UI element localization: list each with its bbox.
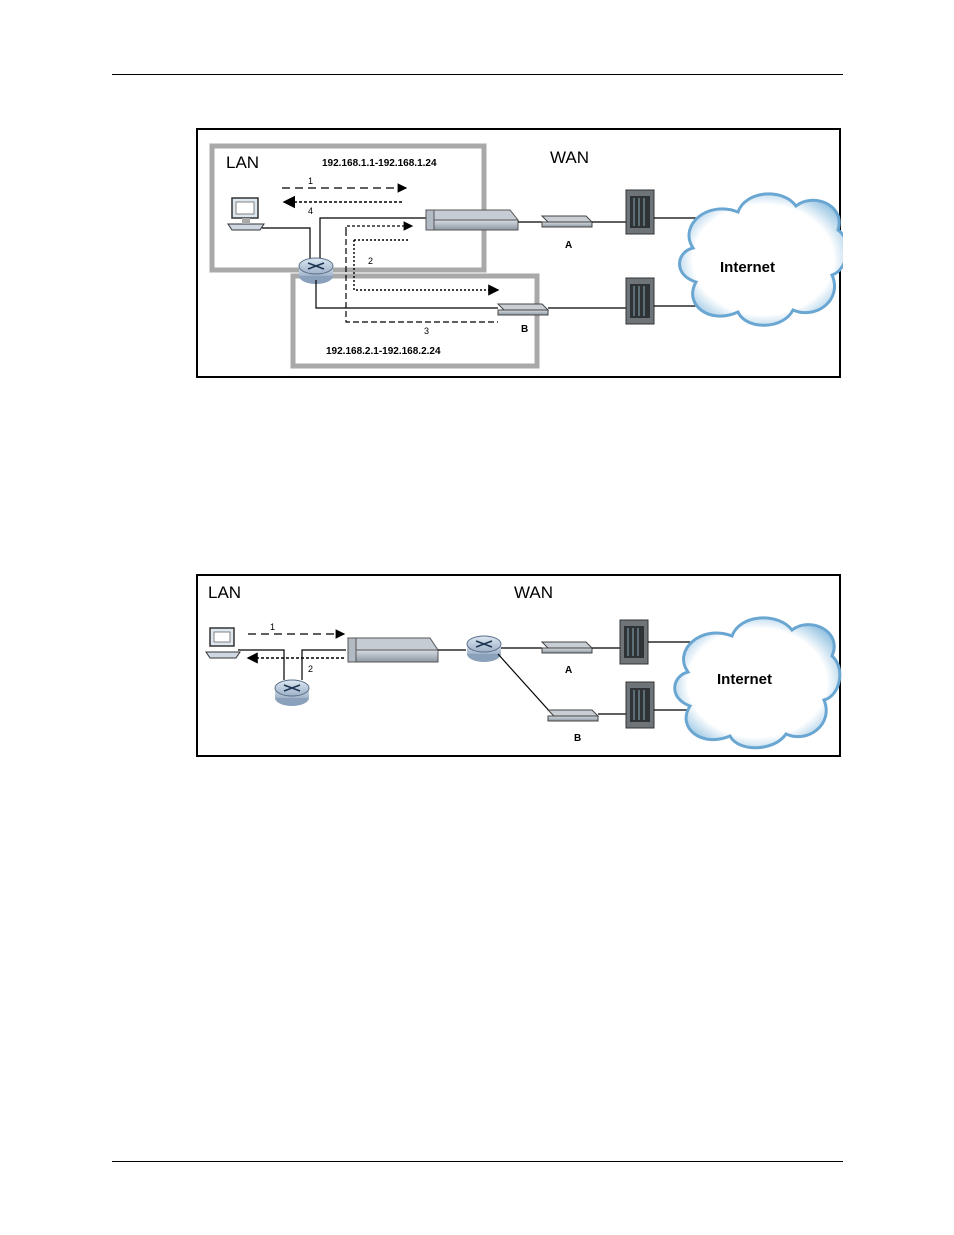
- isp-server-b: [626, 682, 654, 728]
- lan-router-icon: [275, 680, 309, 706]
- gateway-device: [348, 638, 438, 662]
- path-2-label: 2: [308, 664, 313, 674]
- isp-server-a: [626, 190, 654, 234]
- lan-label: LAN: [226, 153, 259, 172]
- diagram-2: LAN WAN 1 2: [198, 576, 843, 759]
- internet-label: Internet: [717, 671, 772, 688]
- isp-server-b: [626, 278, 654, 324]
- lan-label: LAN: [208, 583, 241, 602]
- path-2-to-modem-b: [354, 240, 498, 290]
- computer-icon: [228, 198, 264, 230]
- path-1-label: 1: [270, 622, 275, 632]
- wan-label: WAN: [514, 583, 553, 602]
- header-rule: [112, 74, 843, 75]
- gateway-device: [426, 210, 518, 230]
- modem-b-label: B: [521, 324, 528, 335]
- footer-rule: [112, 1161, 843, 1162]
- modem-a: [542, 216, 592, 227]
- diagram-1: LAN WAN 192.168.1.1-192.168.1.24 192.168…: [198, 130, 843, 380]
- wan-router-icon: [467, 636, 501, 662]
- modem-b-label: B: [574, 733, 581, 744]
- path-3-label: 3: [424, 326, 429, 336]
- isp-server-a: [620, 620, 648, 664]
- path-1-label: 1: [308, 176, 313, 186]
- modem-b: [498, 304, 548, 315]
- router-gateway-link: [320, 218, 426, 258]
- lan1-ip-range: 192.168.1.1-192.168.1.24: [322, 158, 437, 169]
- modem-a-label: A: [565, 240, 572, 251]
- computer-icon: [206, 628, 240, 658]
- wan-label: WAN: [550, 148, 589, 167]
- internet-label: Internet: [720, 259, 775, 276]
- modem-a-label: A: [565, 665, 572, 676]
- figure-multi-lan-routing: LAN WAN 192.168.1.1-192.168.1.24 192.168…: [196, 128, 841, 378]
- figure-single-lan-routing: LAN WAN 1 2: [196, 574, 841, 757]
- path-2-label: 2: [368, 256, 373, 266]
- router-modem-b-link: [316, 280, 498, 308]
- modem-a: [542, 642, 592, 653]
- lan2-ip-range: 192.168.2.1-192.168.2.24: [326, 346, 441, 357]
- path-2-to-gateway: [346, 226, 412, 230]
- modem-b: [548, 710, 598, 721]
- path-4-label: 4: [308, 206, 313, 216]
- pc-router-link: [262, 228, 310, 260]
